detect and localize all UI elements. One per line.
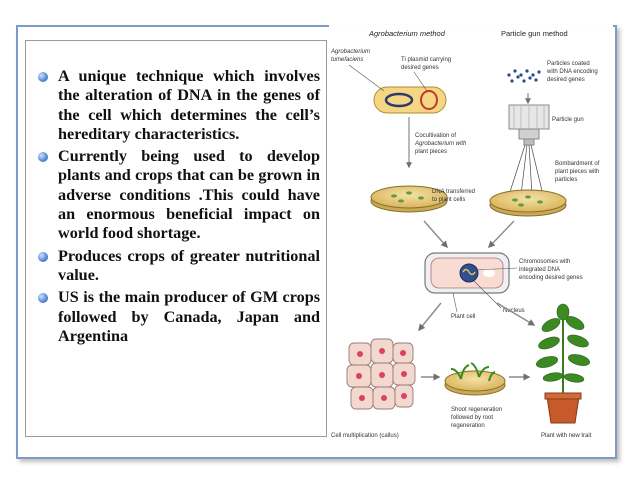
header-agro: Agrobacterium method — [368, 29, 446, 38]
label-bomb3: particles — [555, 177, 577, 183]
arrow-converge-right — [488, 220, 515, 249]
label-gun: Particle gun — [552, 117, 584, 123]
label-newtrait: Plant with new trait — [541, 433, 592, 439]
arrow-converge-left — [423, 220, 448, 249]
label-agro1: Agrobacterium — [330, 49, 370, 55]
bullet-list: A unique technique which involves the al… — [26, 41, 326, 346]
label-part2: with DNA encoding — [546, 69, 598, 75]
label-bomb1: Bombardment of — [555, 161, 600, 167]
bullet-text: Produces crops of greater nutritional va… — [58, 246, 320, 284]
bullet-text: A unique technique which involves the al… — [58, 67, 320, 143]
bullet-item: US is the main producer of GM crops foll… — [36, 288, 320, 346]
label-cocul1: Cocultivation of — [415, 133, 456, 139]
dna-particles — [507, 69, 541, 83]
petri-dish-gun — [489, 189, 567, 217]
label-dnat1: DNA transferred — [432, 189, 475, 195]
bombardment-lines — [508, 144, 544, 196]
shoot-dish — [444, 362, 506, 396]
label-ti1: Ti plasmid carrying — [401, 57, 451, 63]
label-shoot3: regeneration — [451, 423, 485, 429]
bullet-dot-icon — [38, 251, 48, 262]
bullet-text: Currently being used to develop plants a… — [58, 147, 320, 243]
plant-cell — [424, 252, 510, 294]
bullet-item: Currently being used to develop plants a… — [36, 147, 320, 243]
label-part3: desired genes — [547, 77, 585, 83]
label-shoot2: followed by root — [451, 415, 493, 421]
arrow-to-plant — [496, 302, 536, 326]
label-callus: Cell multiplication (callus) — [331, 433, 399, 439]
header-gun: Particle gun method — [501, 29, 568, 38]
label-chrom3: encoding desired genes — [519, 275, 583, 281]
bullet-text: US is the main producer of GM crops foll… — [58, 288, 320, 345]
bullet-text-box: A unique technique which involves the al… — [25, 40, 327, 437]
particle-gun — [508, 104, 550, 146]
label-plantcell: Plant cell — [451, 314, 475, 320]
arrow-to-callus — [418, 302, 442, 332]
label-chrom2: integrated DNA — [519, 267, 560, 273]
label-part1: Particles coated — [547, 61, 590, 67]
potted-plant — [535, 303, 591, 424]
label-chrom1: Chromosomes with — [519, 259, 570, 265]
label-cocul2: Agrobacterium with — [414, 141, 467, 147]
bullet-dot-icon — [38, 72, 48, 82]
label-ti2: desired genes — [401, 65, 439, 71]
gm-diagram-svg: Agrobacterium method Particle gun method… — [330, 29, 600, 439]
petri-dish-agro — [370, 185, 448, 213]
bullet-item: Produces crops of greater nutritional va… — [36, 247, 320, 286]
callus-nuclei — [356, 348, 407, 401]
label-cocul3: plant pieces — [415, 149, 447, 155]
label-agro2: tumefaciens — [331, 57, 363, 63]
bullet-item: A unique technique which involves the al… — [36, 67, 320, 144]
label-shoot1: Shoot regeneration — [451, 407, 502, 413]
agrobacterium-cell — [373, 86, 447, 114]
label-bomb2: plant pieces with — [555, 169, 599, 175]
label-dnat2: to plant cells — [432, 197, 465, 203]
bullet-dot-icon — [38, 152, 48, 163]
label-nucleus: Nucleus — [503, 308, 525, 314]
gm-diagram: Agrobacterium method Particle gun method… — [329, 25, 613, 455]
bullet-dot-icon — [38, 293, 48, 304]
